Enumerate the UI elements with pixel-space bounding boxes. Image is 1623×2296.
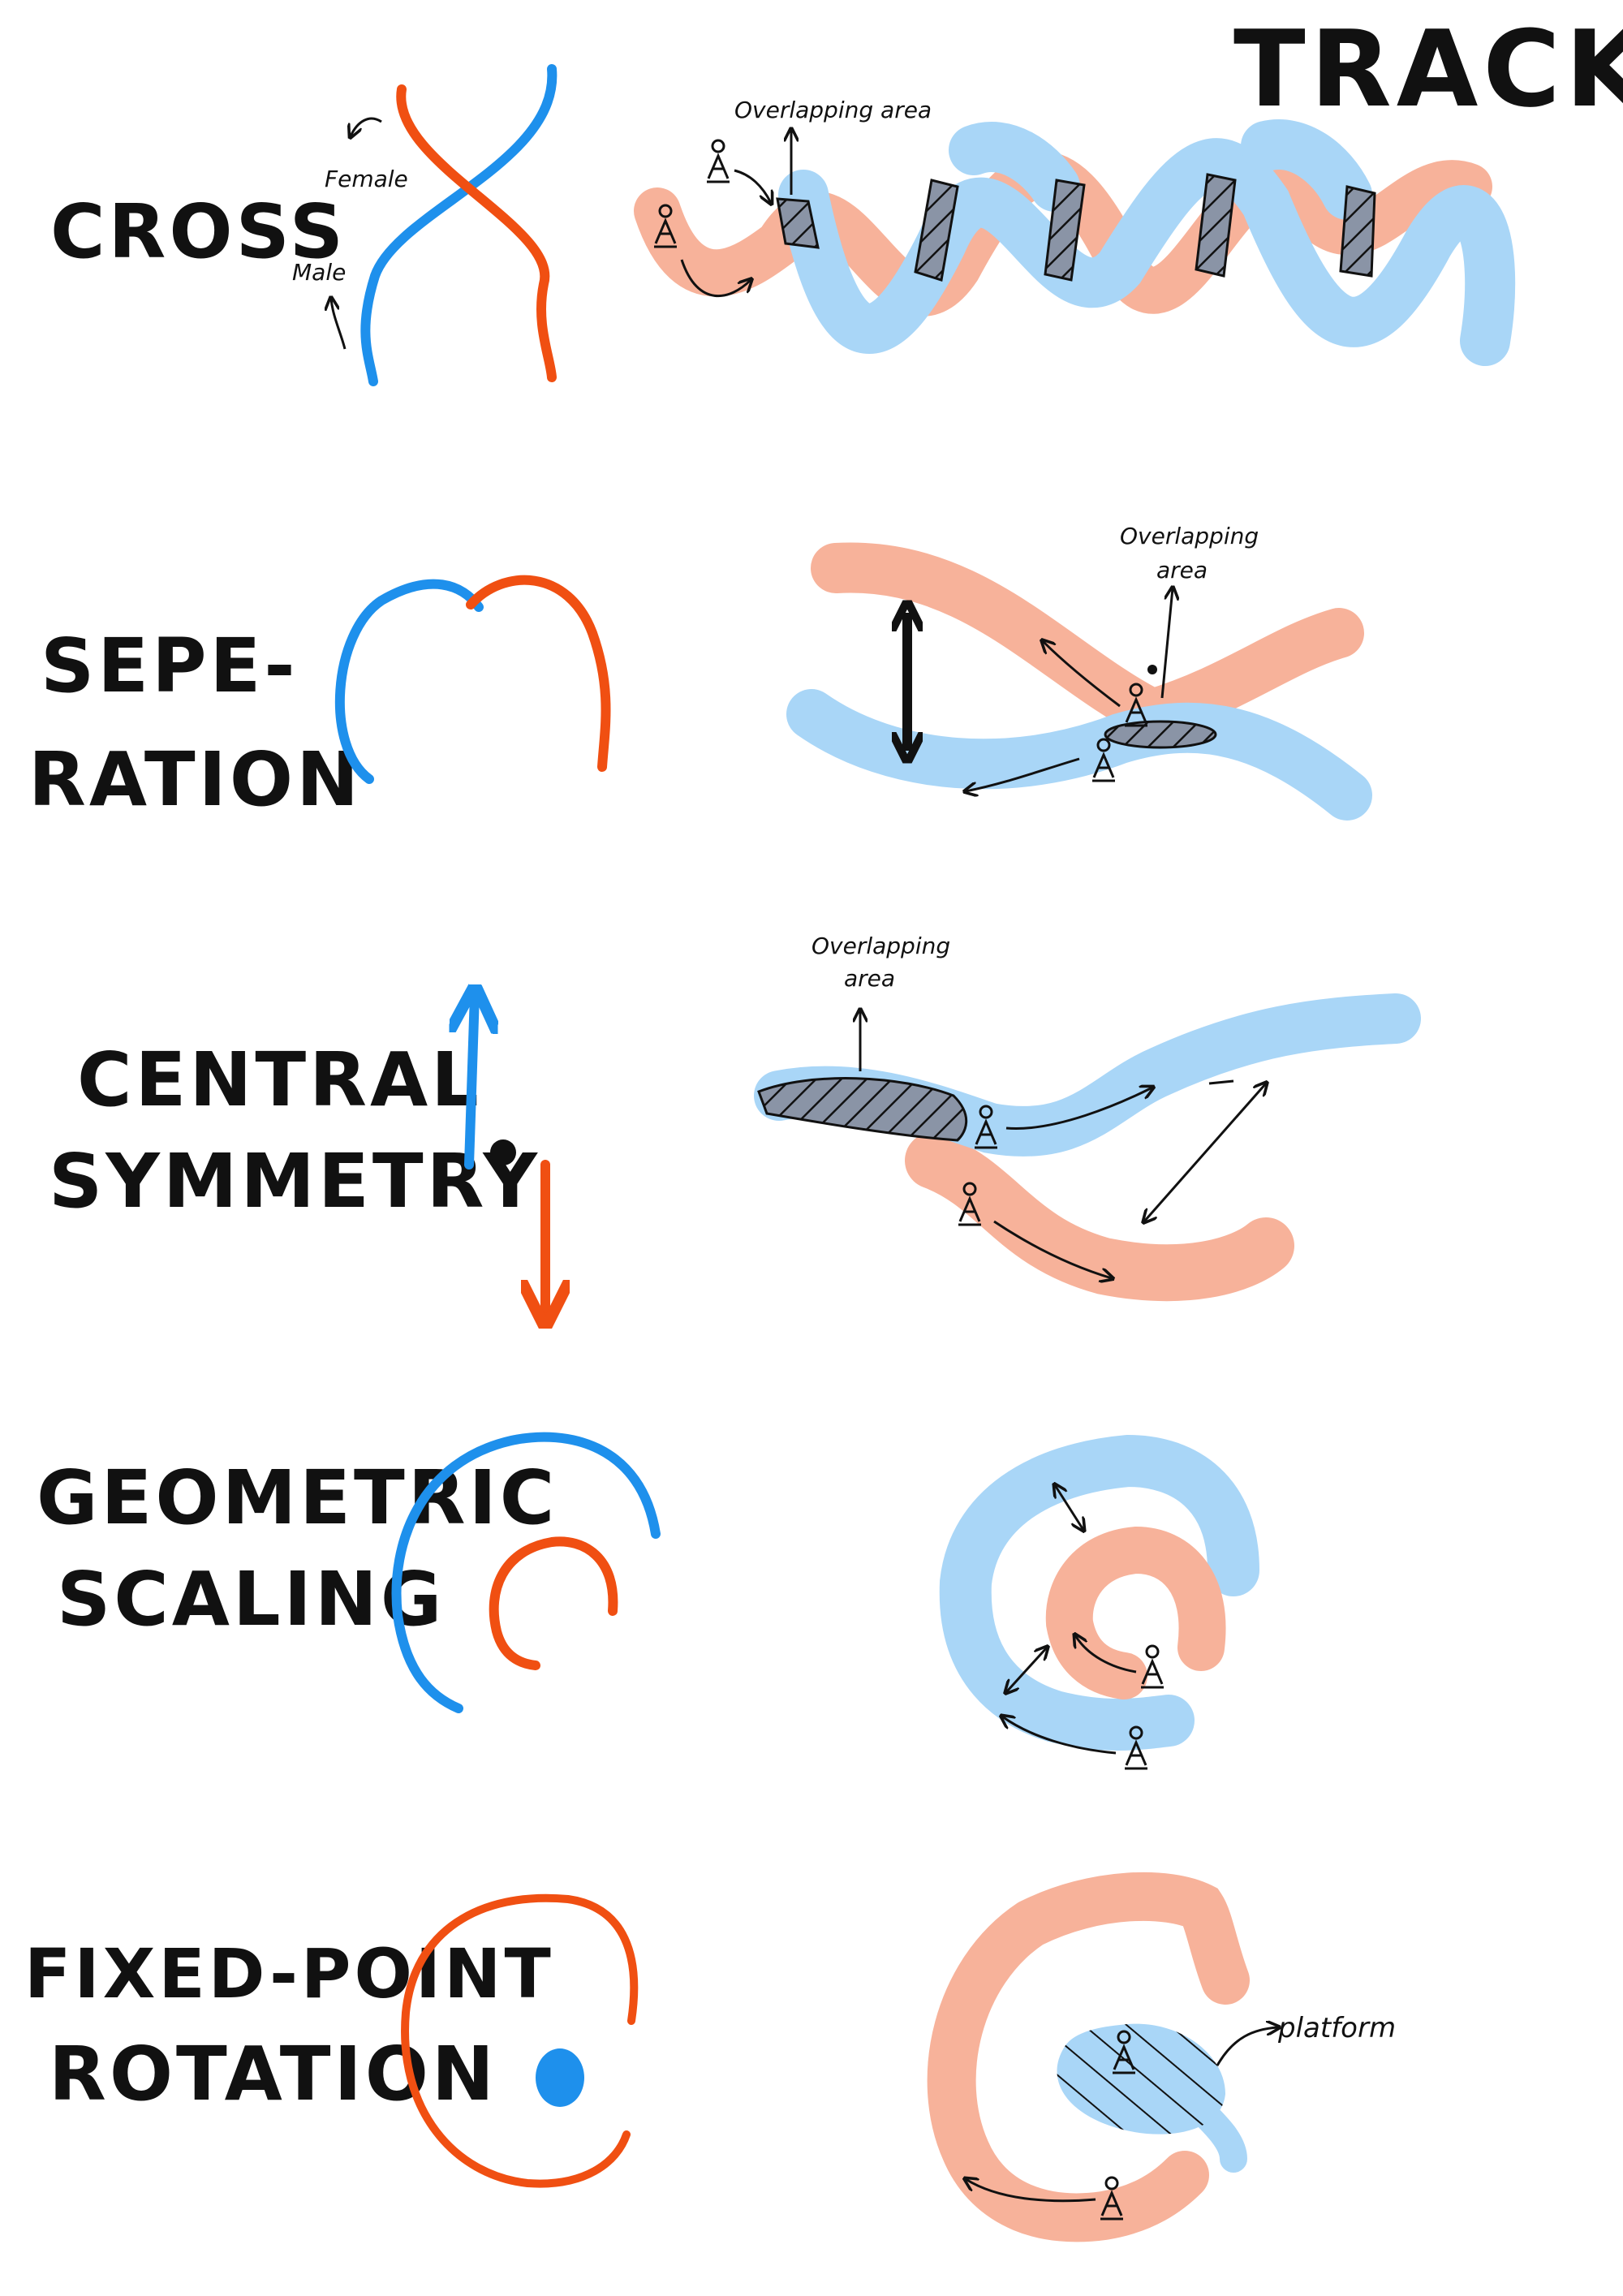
male-note: Male [292, 259, 346, 286]
cross-symbol: Female Male [292, 64, 558, 386]
female-track [927, 1872, 1250, 2242]
arrow-icon [680, 259, 751, 297]
overlap-note: Overlapping area [734, 97, 932, 123]
row-label-geometric-scaling-line1: GEOMETRIC [37, 1454, 558, 1541]
arrow-icon [966, 757, 1080, 791]
overlap-area [776, 197, 820, 249]
male-arc [391, 1432, 661, 1713]
male-track [939, 1434, 1259, 1751]
arrow-icon [1216, 2027, 1278, 2066]
row-label-central-symmetry-line1: CENTRAL [77, 1036, 482, 1123]
arrow-icon [351, 117, 382, 136]
row-label-fixed-point-rotation-line1: FIXED-POINT [24, 1934, 554, 2014]
arrow-icon [734, 169, 771, 203]
arrow-icon [1075, 1635, 1137, 1674]
female-arc [489, 1536, 618, 1670]
male-track [786, 689, 1372, 821]
female-track [811, 542, 1364, 742]
arrow-icon [993, 1220, 1112, 1278]
overlap-area [757, 1077, 968, 1142]
female-track [1045, 1526, 1226, 1699]
page-title: TRACK [1233, 7, 1623, 131]
overlap-note-line1: Overlapping [1120, 523, 1259, 549]
center-dot-icon [490, 1139, 516, 1165]
female-arc [401, 1893, 639, 2188]
male-arrow-icon [469, 994, 475, 1170]
overlap-area [1339, 185, 1376, 278]
center-dot-icon [536, 2048, 584, 2107]
arrow-icon [966, 2179, 1096, 2203]
distance-arrow-icon [1144, 1083, 1266, 1221]
male-line [360, 64, 558, 386]
overlap-area [1195, 173, 1237, 278]
female-line [466, 575, 611, 772]
overlap-note-line2: area [1156, 557, 1208, 584]
overlap-area [1104, 720, 1217, 749]
overlap-area [1044, 179, 1086, 282]
male-track [778, 138, 1516, 366]
row-label-central-symmetry-line2: SYMMETRY [49, 1138, 541, 1225]
overlap-area [914, 179, 959, 282]
central-symmetry-track: Overlapping area [754, 933, 1421, 1302]
cross-track: Overlapping area [634, 97, 1516, 366]
row-label-separation-line1: SEPE- [41, 622, 299, 709]
overlap-note-line2: area [844, 965, 895, 992]
platform-note: platform [1277, 2012, 1396, 2044]
arrow-icon [1160, 588, 1173, 699]
geometric-scaling-track [939, 1434, 1259, 1770]
row-label-geometric-scaling-line2: SCALING [57, 1556, 446, 1643]
female-line [396, 84, 557, 382]
arrow-icon [331, 299, 347, 350]
female-track [905, 1132, 1294, 1302]
separation-symbol [334, 575, 611, 784]
male-line [334, 579, 484, 784]
person-icon [705, 139, 731, 183]
distance-arrow-icon [1055, 1485, 1083, 1530]
row-label-separation-line2: RATION [28, 736, 363, 823]
female-note: Female [325, 166, 408, 192]
central-symmetry-symbol [469, 994, 545, 1319]
fixed-point-rotation-symbol [401, 1893, 639, 2188]
geometric-scaling-symbol [391, 1432, 661, 1713]
arrow-icon [1043, 641, 1121, 708]
separation-track: Overlapping area [786, 523, 1372, 821]
distance-arrow-icon [1006, 1648, 1047, 1692]
arrow-icon [1002, 1717, 1117, 1755]
arrow-icon [1005, 1088, 1152, 1130]
overlap-note-line1: Overlapping [812, 933, 950, 959]
fixed-point-rotation-track: platform [927, 1872, 1396, 2242]
row-label-cross: CROSS [50, 188, 347, 275]
